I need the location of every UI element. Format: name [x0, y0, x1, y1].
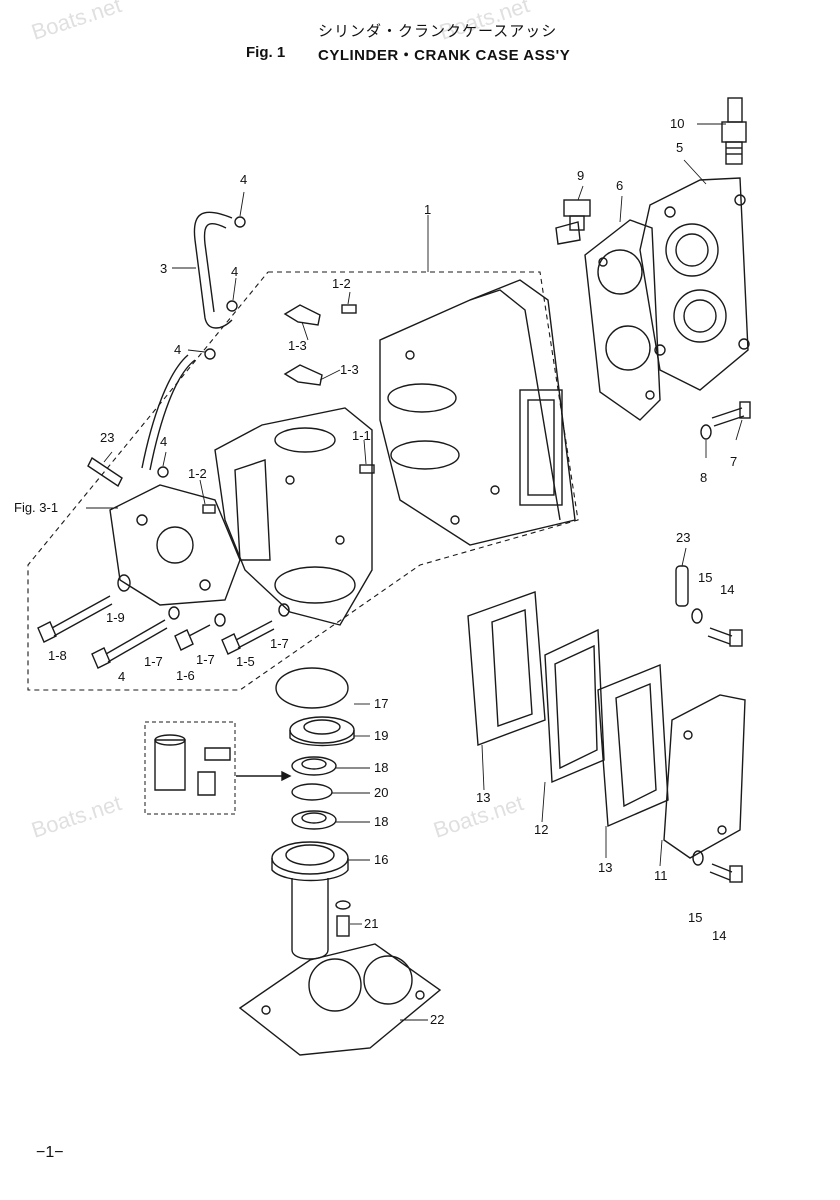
- callout-20: 20: [374, 785, 388, 800]
- seal-inset-box: [144, 721, 292, 815]
- exhaust-cover: [663, 694, 746, 859]
- callout-22: 22: [430, 1012, 444, 1027]
- callout-1: 1: [424, 202, 431, 217]
- callout-4: 4: [174, 342, 181, 357]
- callout-21: 21: [364, 916, 378, 931]
- callout-12: 12: [534, 822, 548, 837]
- plate-12: [544, 628, 605, 784]
- spark-plug: [721, 97, 747, 165]
- callout-1-9: 1-9: [106, 610, 125, 625]
- o-ring-17: [275, 667, 349, 709]
- callout-10: 10: [670, 116, 684, 131]
- callout-13: 13: [598, 860, 612, 875]
- callout-4: 4: [231, 264, 238, 279]
- assembly-dashed-outline: [27, 271, 579, 691]
- crankcase-bolt: [37, 595, 275, 669]
- o-ring-20: [291, 783, 333, 801]
- crank-case: [379, 279, 576, 546]
- callout-1-3: 1-3: [340, 362, 359, 377]
- callout-1-7: 1-7: [270, 636, 289, 651]
- callout-4: 4: [240, 172, 247, 187]
- gasket-22: [238, 943, 442, 1056]
- callout-4: 4: [118, 669, 125, 684]
- callout-18: 18: [374, 760, 388, 775]
- callout-4: 4: [160, 434, 167, 449]
- callout-labels: 1 10 5 6 9 4 3 4 4 1-2 1-3 1-3 1-1 1-2 2…: [14, 116, 737, 1027]
- callout-7: 7: [730, 454, 737, 469]
- callout-16: 16: [374, 852, 388, 867]
- cylinder-block-front: [214, 407, 373, 626]
- callout-1-2: 1-2: [188, 466, 207, 481]
- callout-23: 23: [676, 530, 690, 545]
- thermostat-cover: [555, 199, 591, 245]
- callout-1-7: 1-7: [196, 652, 215, 667]
- title-english: CYLINDER・CRANK CASE ASS'Y: [318, 47, 571, 64]
- callout-6: 6: [616, 178, 623, 193]
- callout-1-3: 1-3: [288, 338, 307, 353]
- oil-seal-18b: [291, 810, 337, 830]
- gasket-13-left: [467, 591, 546, 746]
- head-gasket: [584, 219, 661, 421]
- callout-17: 17: [374, 696, 388, 711]
- callout-15: 15: [688, 910, 702, 925]
- callout-3: 3: [160, 261, 167, 276]
- callout-1-5: 1-5: [236, 654, 255, 669]
- page-number: −1−: [36, 1144, 64, 1161]
- bolt-21: [335, 900, 351, 937]
- intake-cover: [109, 484, 241, 606]
- callout-5: 5: [676, 140, 683, 155]
- callout-11: 11: [654, 868, 668, 883]
- callout-1-1: 1-1: [352, 428, 371, 443]
- oil-seal-18: [291, 756, 337, 776]
- figure-reference: Fig. 3-1: [14, 500, 58, 515]
- callout-15: 15: [698, 570, 712, 585]
- cylinder-head: [639, 177, 750, 391]
- cover-bolt-14: [707, 627, 743, 883]
- leader-lines: [86, 123, 743, 1021]
- callout-18: 18: [374, 814, 388, 829]
- water-hose: [193, 211, 233, 329]
- seal-housing-16: [271, 841, 349, 960]
- hose-clip: [157, 216, 246, 478]
- washer-15: [691, 608, 704, 866]
- callout-14: 14: [720, 582, 734, 597]
- callout-1-6: 1-6: [176, 668, 195, 683]
- oil-seal-19: [289, 716, 355, 747]
- callout-14: 14: [712, 928, 726, 943]
- figure-number: Fig. 1: [246, 44, 286, 61]
- callout-9: 9: [577, 168, 584, 183]
- title-japanese: シリンダ・クランクケースアッシ: [318, 23, 558, 40]
- washer: [117, 574, 290, 627]
- callout-23: 23: [100, 430, 114, 445]
- anode-23: [675, 565, 689, 607]
- callout-1-8: 1-8: [48, 648, 67, 663]
- gasket-13-right: [597, 663, 669, 828]
- callout-13: 13: [476, 790, 490, 805]
- bleed-hose: [141, 354, 196, 471]
- head-bolt: [700, 401, 751, 440]
- callout-1-7: 1-7: [144, 654, 163, 669]
- callout-1-2: 1-2: [332, 276, 351, 291]
- anode-23-left: [87, 456, 123, 488]
- callout-19: 19: [374, 728, 388, 743]
- callout-8: 8: [700, 470, 707, 485]
- dowel-pin: [202, 304, 375, 514]
